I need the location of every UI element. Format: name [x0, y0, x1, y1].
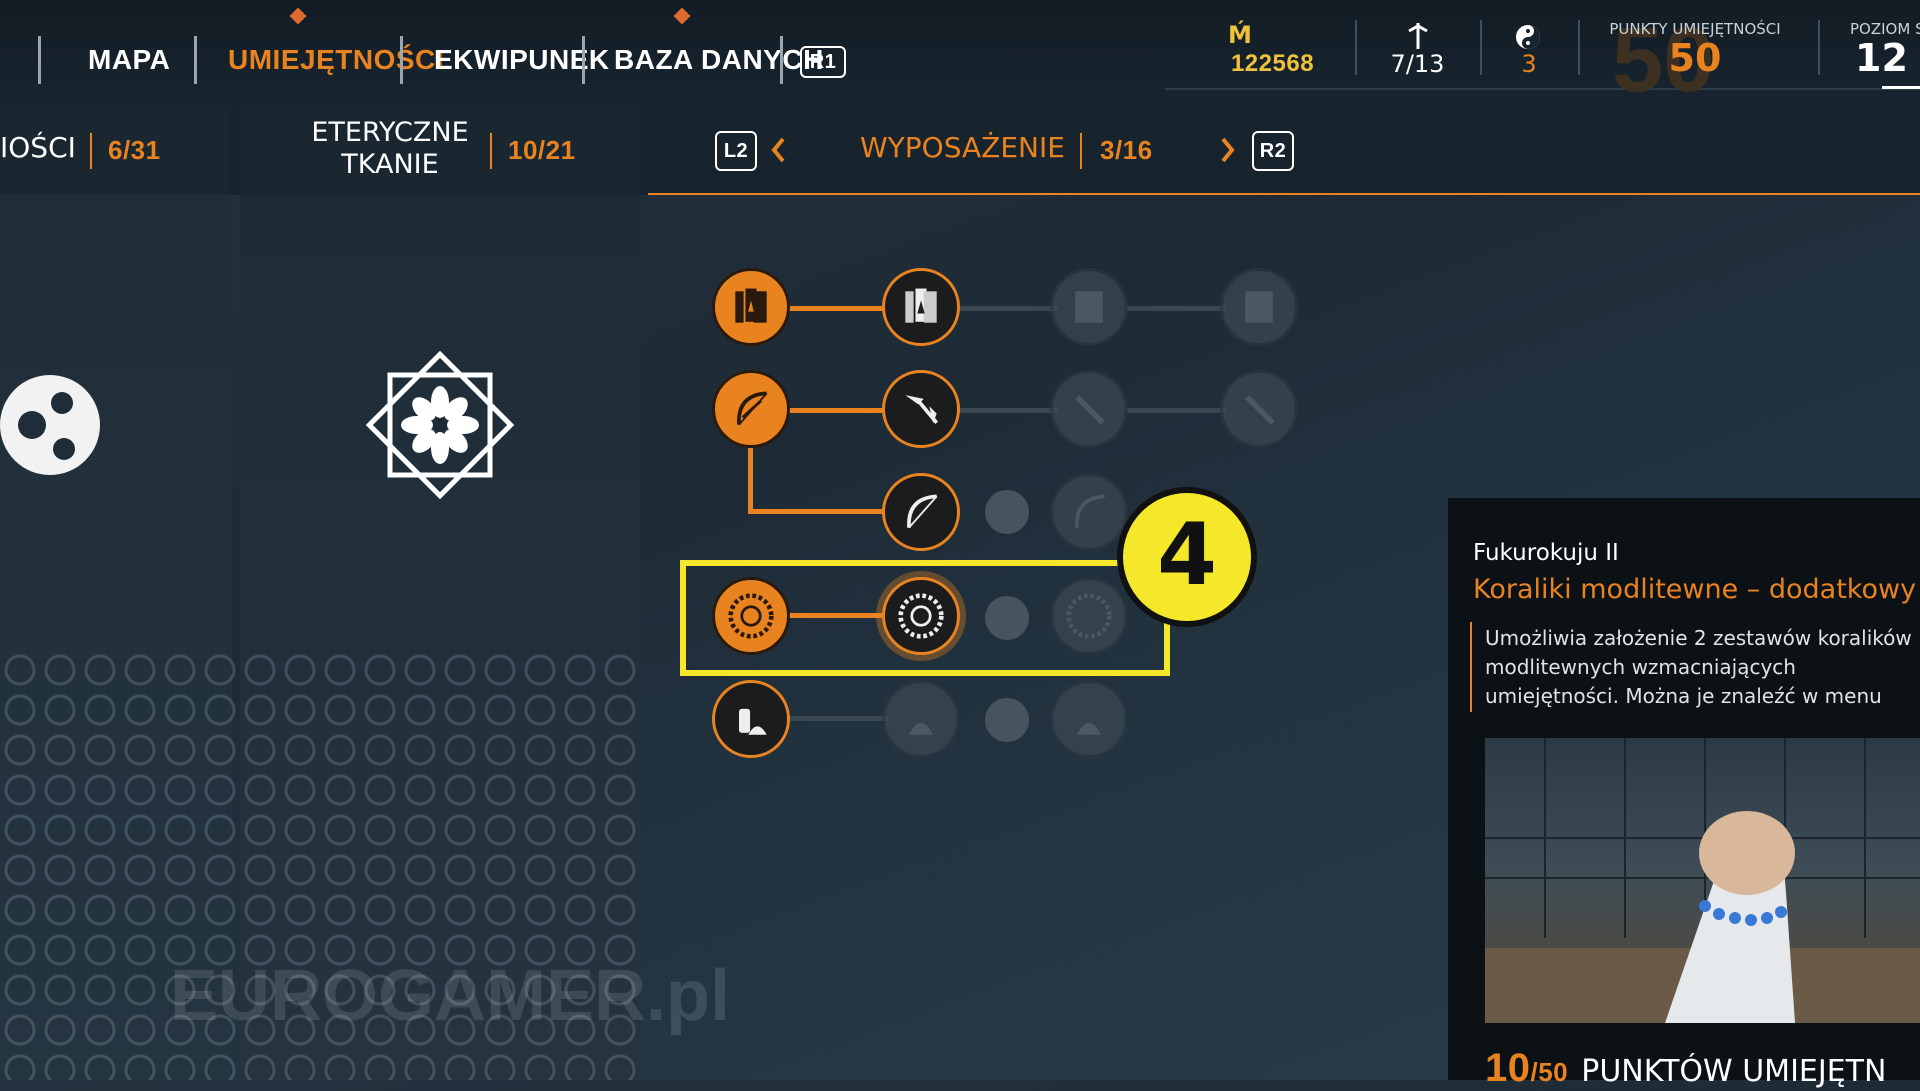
- ether-column: [240, 195, 640, 1080]
- connector-line: [748, 448, 753, 513]
- category-title: WYPOSAŻENIE: [860, 131, 1065, 164]
- chevron-right-icon[interactable]: [1218, 133, 1238, 167]
- alert-icon: [673, 7, 691, 25]
- skill-description: Umożliwia założenie 2 zestawów koralików…: [1485, 626, 1912, 714]
- chevron-left-icon[interactable]: [768, 133, 788, 167]
- skill-node-scrolls-3[interactable]: [1050, 268, 1128, 346]
- prayer-icon: [1405, 22, 1431, 50]
- ether-label-line2: TKANIE: [341, 149, 439, 180]
- nav-divider: [780, 36, 783, 84]
- skill-node-arrows-3[interactable]: [1220, 370, 1298, 448]
- connector-line: [958, 306, 1058, 311]
- currency-value: 122568: [1230, 50, 1315, 77]
- r1-button-hint[interactable]: R1: [800, 46, 846, 78]
- callout-number: 4: [1157, 505, 1217, 605]
- yin-yang-value: 3: [1521, 50, 1537, 78]
- tomoe-emblem-icon: [0, 355, 100, 495]
- alert-icon: [289, 7, 307, 25]
- connector-line: [788, 716, 888, 721]
- skill-points-label: PUNKTY UMIEJĘTNOŚCI: [1609, 20, 1781, 38]
- top-bar: MAPA UMIEJĘTNOŚCI EKWIPUNEK BAZA DANYCH …: [0, 0, 1920, 111]
- stat-divider: [1578, 20, 1580, 75]
- yin-yang-cost-icon: [985, 490, 1029, 534]
- skill-points-cost-value: 10: [1485, 1046, 1531, 1090]
- connector-line: [1126, 408, 1226, 413]
- stat-divider: [1355, 20, 1357, 75]
- ether-label-line1: ETERYCZNE: [311, 117, 469, 148]
- left-category-count: 6/31: [108, 135, 161, 165]
- skill-node-bow-3[interactable]: [1050, 473, 1128, 551]
- level-progress: [1882, 86, 1920, 89]
- skill-title: Fukurokuju II: [1473, 540, 1619, 566]
- background-pattern: [0, 650, 640, 1080]
- yin-yang-cost-icon: [985, 698, 1029, 742]
- skill-subtitle: Koraliki modlitewne – dodatkowy ze: [1473, 574, 1920, 605]
- skill-points-bg-number: 50: [1612, 9, 1715, 111]
- skill-node-arrows[interactable]: [882, 370, 960, 448]
- skill-node-scrolls[interactable]: [712, 268, 790, 346]
- skill-node-items[interactable]: [712, 680, 790, 758]
- connector-line: [788, 408, 888, 413]
- highlight-box: [680, 560, 1170, 676]
- level-label: POZIOM S: [1850, 20, 1920, 38]
- divider: [490, 133, 492, 169]
- skill-node-prayer-beads-2[interactable]: [882, 577, 960, 655]
- callout-badge: 4: [1117, 487, 1257, 627]
- left-category-label: IOŚCI: [0, 131, 76, 164]
- watermark: EUROGAMER.pl: [170, 956, 731, 1036]
- skill-points-cost-label: PUNKTÓW UMIEJĘTN: [1581, 1054, 1887, 1089]
- skill-node-items-3[interactable]: [1050, 680, 1128, 758]
- skill-node-prayer-beads-3[interactable]: [1050, 577, 1128, 655]
- nav-divider: [194, 36, 197, 84]
- divider: [1080, 133, 1082, 169]
- connector-line: [748, 509, 888, 514]
- skill-node-bow[interactable]: [712, 370, 790, 448]
- l2-button-hint[interactable]: L2: [715, 131, 757, 171]
- left-category-tab[interactable]: [0, 105, 230, 195]
- level-value: 12: [1855, 36, 1908, 80]
- left-skill-column: [0, 195, 232, 1080]
- skill-node-bow-2[interactable]: [882, 473, 960, 551]
- skill-node-arrows-2[interactable]: [1050, 370, 1128, 448]
- skill-info-panel: Fukurokuju II Koraliki modlitewne – doda…: [1448, 498, 1920, 1090]
- skill-points-value: 50: [1668, 36, 1722, 80]
- skill-node-prayer-beads[interactable]: [712, 577, 790, 655]
- ether-label: ETERYCZNE TKANIE: [300, 117, 480, 181]
- connector-line: [788, 613, 888, 618]
- nav-divider: [582, 36, 585, 84]
- skill-preview-image: [1485, 738, 1920, 1023]
- connector-line: [788, 306, 888, 311]
- r2-button-hint[interactable]: R2: [1252, 131, 1294, 171]
- skill-node-scrolls-4[interactable]: [1220, 268, 1298, 346]
- prayer-value: 7/13: [1390, 50, 1445, 78]
- connector-line: [958, 408, 1058, 413]
- stat-divider: [1818, 20, 1820, 75]
- stat-divider: [1480, 20, 1482, 75]
- tab-skills[interactable]: UMIEJĘTNOŚCI: [228, 44, 445, 75]
- mon-icon: Ḿ: [1228, 21, 1252, 49]
- category-bar: IOŚCI 6/31 ETERYCZNE TKANIE 10/21 L2 WYP…: [0, 105, 1920, 195]
- skill-points-cost: 10/50 PUNKTÓW UMIEJĘTN: [1485, 1046, 1886, 1091]
- skill-node-scrolls-2[interactable]: [882, 268, 960, 346]
- stats-underline: [1165, 88, 1920, 90]
- skill-points-cost-total: /50: [1530, 1057, 1569, 1087]
- yin-yang-cost-icon: [985, 596, 1029, 640]
- description-accent: [1470, 622, 1472, 712]
- connector-line: [1126, 306, 1226, 311]
- tab-map[interactable]: MAPA: [88, 44, 171, 75]
- ether-emblem-icon: [355, 340, 525, 510]
- skill-node-items-2[interactable]: [882, 680, 960, 758]
- ether-tab[interactable]: [240, 105, 640, 195]
- category-count: 3/16: [1100, 135, 1153, 165]
- nav-divider: [400, 36, 403, 84]
- ether-count: 10/21: [508, 135, 576, 165]
- category-underline: [648, 193, 1920, 195]
- tab-database[interactable]: BAZA DANYCH: [614, 44, 824, 75]
- tab-equipment[interactable]: EKWIPUNEK: [434, 44, 610, 75]
- nav-divider: [38, 36, 41, 84]
- yin-yang-icon: [1515, 24, 1541, 50]
- divider: [90, 133, 92, 169]
